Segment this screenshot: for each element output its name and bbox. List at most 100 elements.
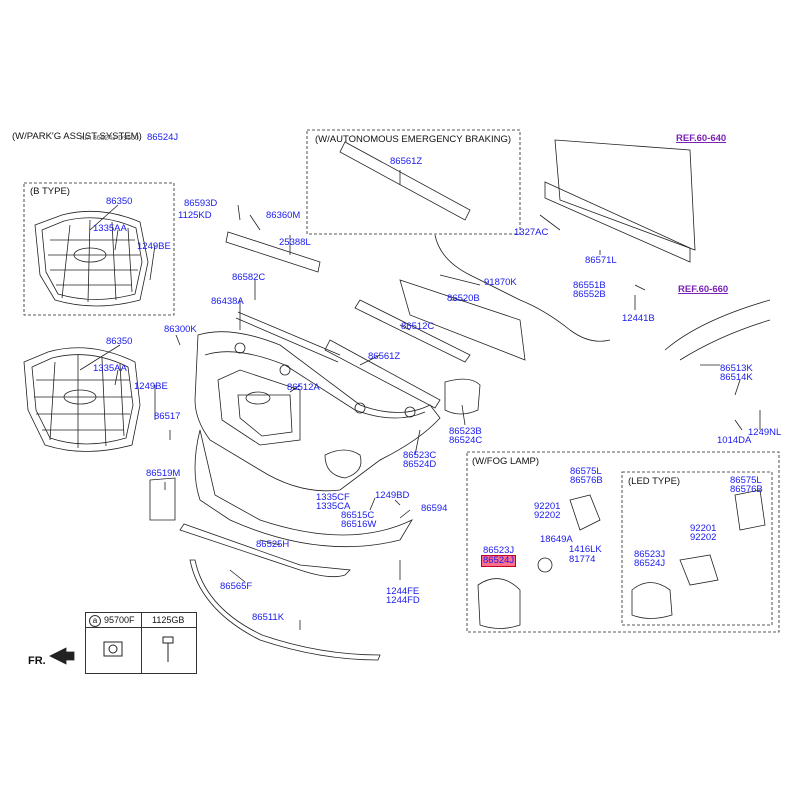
fr-arrow-icon	[49, 647, 75, 665]
led-part-86523j[interactable]: 86523J	[634, 549, 666, 560]
part-86594[interactable]: 86594	[421, 503, 448, 514]
harness-91870k	[434, 234, 611, 342]
part-86512c[interactable]: 86512C	[401, 321, 435, 332]
ref-60-660-link[interactable]: REF.60-660	[678, 284, 729, 295]
fog-part-81774[interactable]: 81774	[569, 554, 596, 565]
fog-bracket	[569, 494, 601, 531]
caption-fog-lamp: (W/FOG LAMP)	[472, 456, 540, 467]
led-part-86575l[interactable]: 86575L	[730, 475, 762, 486]
absorber-86520b	[399, 279, 526, 361]
fender-ref	[664, 299, 771, 366]
fr-label: FR.	[28, 655, 46, 667]
led-lamp-unit	[679, 554, 719, 586]
part-86515c[interactable]: 86515C	[341, 510, 375, 521]
led-part-86524j[interactable]: 86524J	[634, 558, 666, 569]
part-86552b[interactable]: 86552B	[573, 289, 606, 300]
part-12441b[interactable]: 12441B	[622, 313, 655, 324]
caption-b-type: (B TYPE)	[30, 186, 70, 197]
led-bracket	[734, 489, 766, 531]
part-1249nl[interactable]: 1249NL	[748, 427, 782, 438]
part-86300k[interactable]: 86300K	[164, 324, 197, 335]
part-86524j-top[interactable]: 86524J	[147, 132, 179, 143]
part-86513k[interactable]: 86513K	[720, 363, 753, 374]
fog-lamp-box	[466, 451, 780, 633]
grille-standard	[23, 347, 141, 452]
fog-bulb	[537, 557, 553, 573]
part-1249be-btype[interactable]: 1249BE	[137, 241, 171, 252]
caption-autonomous-braking: (W/AUTONOMOUS EMERGENCY BRAKING)	[315, 134, 511, 145]
part-25388l[interactable]: 25388L	[279, 237, 311, 248]
led-part-92201[interactable]: 92201	[690, 523, 717, 534]
part-1335aa-btype[interactable]: 1335AA	[93, 223, 127, 234]
led-part-86576b[interactable]: 86576B	[730, 484, 763, 495]
led-bezel	[631, 582, 673, 619]
fog-part-18649a[interactable]: 18649A	[540, 534, 573, 545]
part-1249be-std[interactable]: 1249BE	[134, 381, 168, 392]
fog-part-92201[interactable]: 92201	[534, 501, 561, 512]
fog-lamp-bezel	[477, 578, 521, 629]
part-86565f[interactable]: 86565F	[220, 581, 253, 592]
radar-cover-86523b	[444, 378, 481, 415]
part-86524c[interactable]: 86524C	[449, 435, 483, 446]
led-part-92202[interactable]: 92202	[690, 532, 717, 543]
part-86517[interactable]: 86517	[154, 411, 181, 422]
part-1244fe[interactable]: 1244FE	[386, 586, 420, 597]
part-1125kd[interactable]: 1125KD	[178, 210, 212, 221]
part-86350-btype[interactable]: 86350	[106, 196, 133, 207]
bolt-icon	[162, 636, 174, 662]
legend-part-95700f[interactable]: 95700F	[104, 615, 135, 625]
legend-part-1125gb[interactable]: 1125GB	[152, 615, 185, 625]
upper-cover-86360m	[225, 231, 321, 273]
part-86516w[interactable]: 86516W	[341, 519, 377, 530]
part-91870k[interactable]: 91870K	[484, 277, 517, 288]
part-1335ca[interactable]: 1335CA	[316, 501, 351, 512]
grille-b-type	[34, 210, 149, 307]
part-86438a[interactable]: 86438A	[211, 296, 244, 307]
part-1244fd[interactable]: 1244FD	[386, 595, 420, 606]
part-86593d[interactable]: 86593D	[184, 198, 218, 209]
legend-a-marker: a	[89, 615, 101, 627]
part-1014da[interactable]: 1014DA	[717, 435, 752, 446]
part-1335cf[interactable]: 1335CF	[316, 492, 350, 503]
b-type-box	[23, 182, 175, 316]
part-86582c[interactable]: 86582C	[232, 272, 266, 283]
part-86514k[interactable]: 86514K	[720, 372, 753, 383]
caption-led-type: (LED TYPE)	[628, 476, 681, 487]
part-86525h[interactable]: 86525H	[256, 539, 290, 550]
ref-60-640-link[interactable]: REF.60-640	[676, 133, 727, 144]
carrier-ref	[554, 139, 696, 251]
part-86561z-lower[interactable]: 86561Z	[368, 351, 401, 362]
part-1327ac[interactable]: 1327AC	[514, 227, 549, 238]
fog-part-86523j[interactable]: 86523J	[483, 545, 515, 556]
led-type-box	[621, 471, 773, 626]
part-86520b[interactable]: 86520B	[447, 293, 480, 304]
part-86360m[interactable]: 86360M	[266, 210, 301, 221]
part-86523c[interactable]: 86523C	[403, 450, 437, 461]
part-86512a[interactable]: 86512A	[287, 382, 320, 393]
front-bumper-cover	[194, 331, 441, 492]
fog-part-86575l[interactable]: 86575L	[570, 466, 602, 477]
fog-part-92202[interactable]: 92202	[534, 510, 561, 521]
part-1249bd[interactable]: 1249BD	[375, 490, 410, 501]
autonomous-braking-box	[306, 129, 521, 235]
part-86519m[interactable]: 86519M	[146, 468, 181, 479]
part-86511k[interactable]: 86511K	[252, 612, 285, 623]
part-86561z-top[interactable]: 86561Z	[390, 156, 423, 167]
lip-86511k	[189, 559, 381, 661]
part-1335aa-std[interactable]: 1335AA	[93, 363, 127, 374]
fog-part-86524j-highlighted[interactable]: 86524J	[481, 555, 517, 567]
part-86350-std[interactable]: 86350	[106, 336, 133, 347]
part-86571l[interactable]: 86571L	[585, 255, 617, 266]
part-86524d[interactable]: 86524D	[403, 459, 437, 470]
part-86523b[interactable]: 86523B	[449, 426, 482, 437]
part-86551b[interactable]: 86551B	[573, 280, 606, 291]
strip-86561z-lower	[324, 339, 441, 409]
lower-lip-skirt	[194, 429, 414, 548]
sensor-icon	[103, 641, 123, 657]
molding-86438a	[235, 311, 341, 363]
caption-park-assist: (W/PARK'G ASSIST SYSTEM)	[12, 131, 142, 142]
fog-part-86576b[interactable]: 86576B	[570, 475, 603, 486]
fog-part-1416lk[interactable]: 1416LK	[569, 544, 602, 555]
garnish-86525h	[179, 523, 351, 578]
